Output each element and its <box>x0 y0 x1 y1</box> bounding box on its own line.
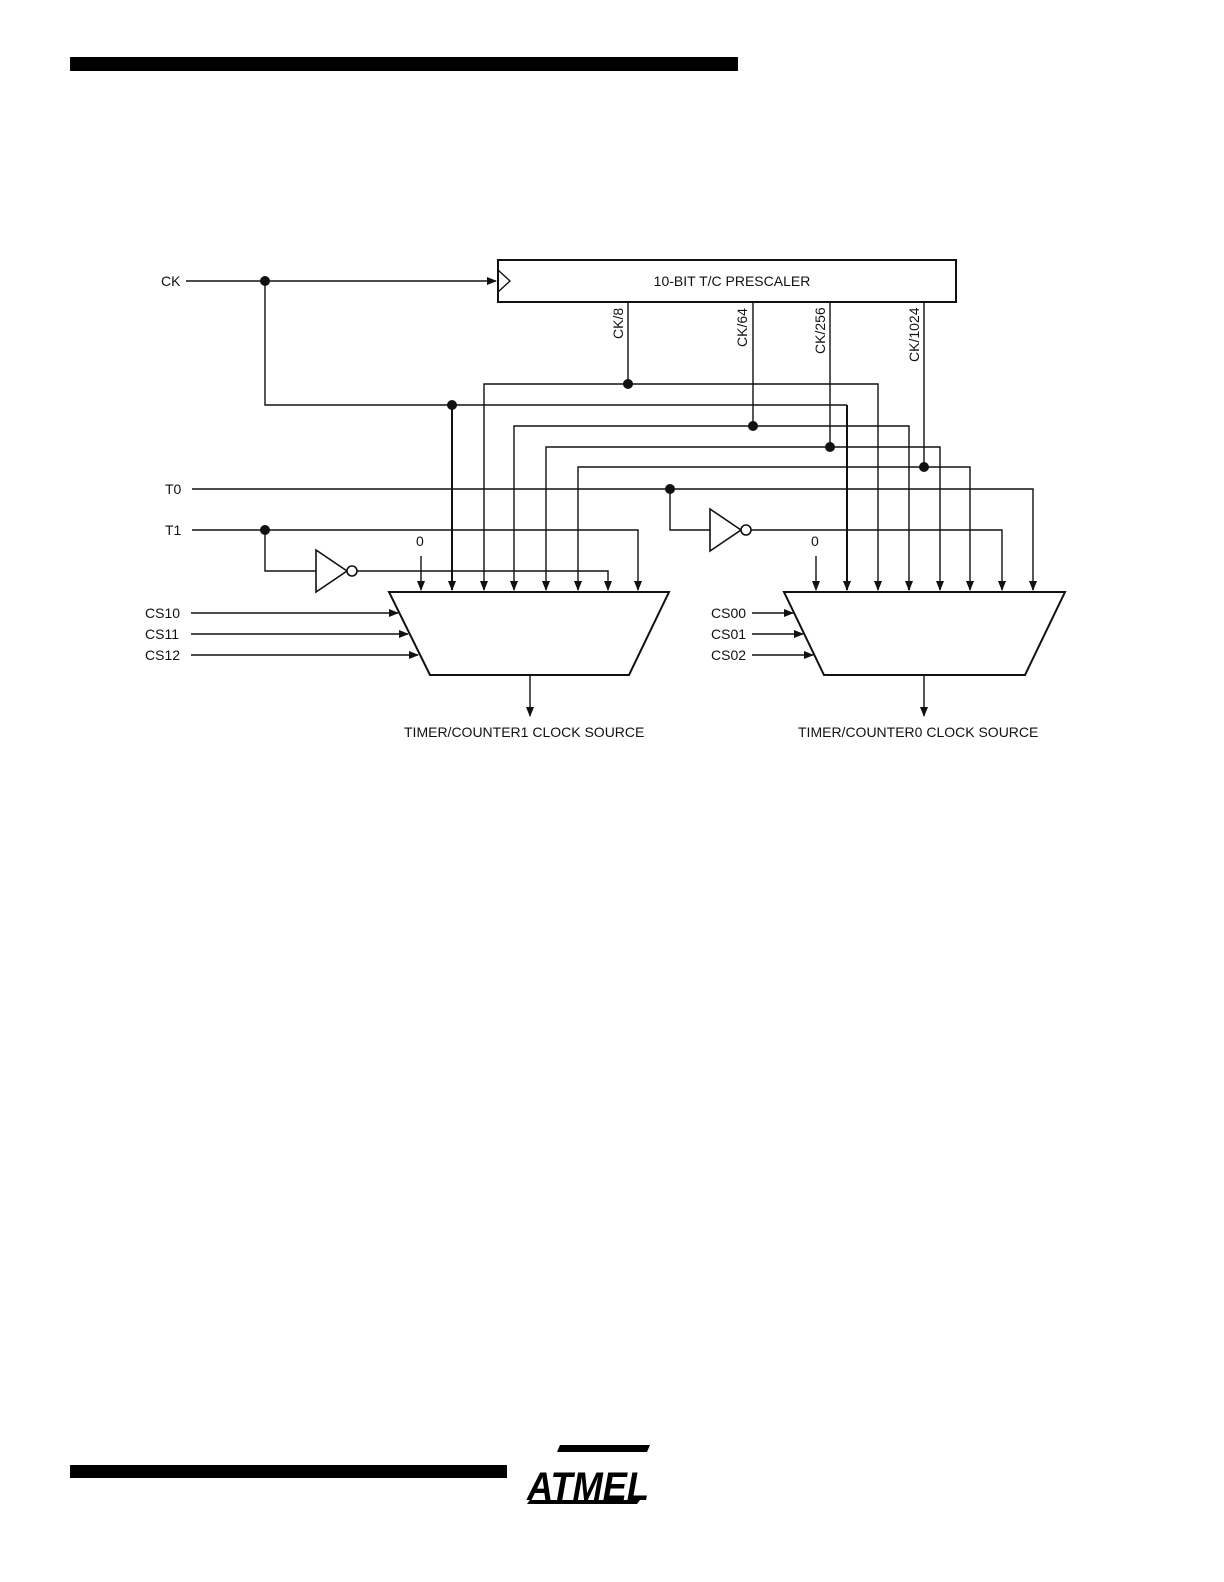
tap-ck256-label: CK/256 <box>812 307 828 354</box>
tap-ck64-label: CK/64 <box>734 308 750 347</box>
mux1-output-label: TIMER/COUNTER1 CLOCK SOURCE <box>404 724 644 740</box>
prescaler-label: 10-BIT T/C PRESCALER <box>654 273 811 289</box>
bus-ck256 <box>546 442 940 590</box>
t1-input-label: T1 <box>165 522 182 538</box>
tap-ck1024-label: CK/1024 <box>906 307 922 362</box>
mux1-zero-input: 0 <box>416 533 424 590</box>
cs11-label: CS11 <box>145 626 179 642</box>
svg-text:0: 0 <box>416 533 424 549</box>
mux0-output-label: TIMER/COUNTER0 CLOCK SOURCE <box>798 724 1038 740</box>
t1-wire <box>192 525 638 590</box>
bus-ck1024 <box>578 462 970 590</box>
cs02-label: CS02 <box>711 647 746 663</box>
cs12-label: CS12 <box>145 647 180 663</box>
bus-ck8 <box>484 379 878 590</box>
cs00-label: CS00 <box>711 605 746 621</box>
ck-input-label: CK <box>161 273 181 289</box>
prescaler-block: 10-BIT T/C PRESCALER <box>498 260 956 302</box>
mux-timer0: TIMER/COUNTER0 CLOCK SOURCE <box>784 592 1065 740</box>
mux-timer1: TIMER/COUNTER1 CLOCK SOURCE <box>389 592 669 740</box>
t0-inverter <box>710 509 1002 590</box>
mux0-zero-input: 0 <box>811 533 819 590</box>
atmel-logo: ATMEL <box>526 1445 650 1509</box>
cs10-label: CS10 <box>145 605 180 621</box>
t0-input-label: T0 <box>165 481 182 497</box>
t1-inverter <box>316 550 608 592</box>
mux1-select-lines: CS10 CS11 CS12 <box>145 605 418 663</box>
tap-ck8-label: CK/8 <box>610 308 626 339</box>
bus-ck <box>447 400 847 590</box>
svg-text:0: 0 <box>811 533 819 549</box>
cs01-label: CS01 <box>711 626 746 642</box>
